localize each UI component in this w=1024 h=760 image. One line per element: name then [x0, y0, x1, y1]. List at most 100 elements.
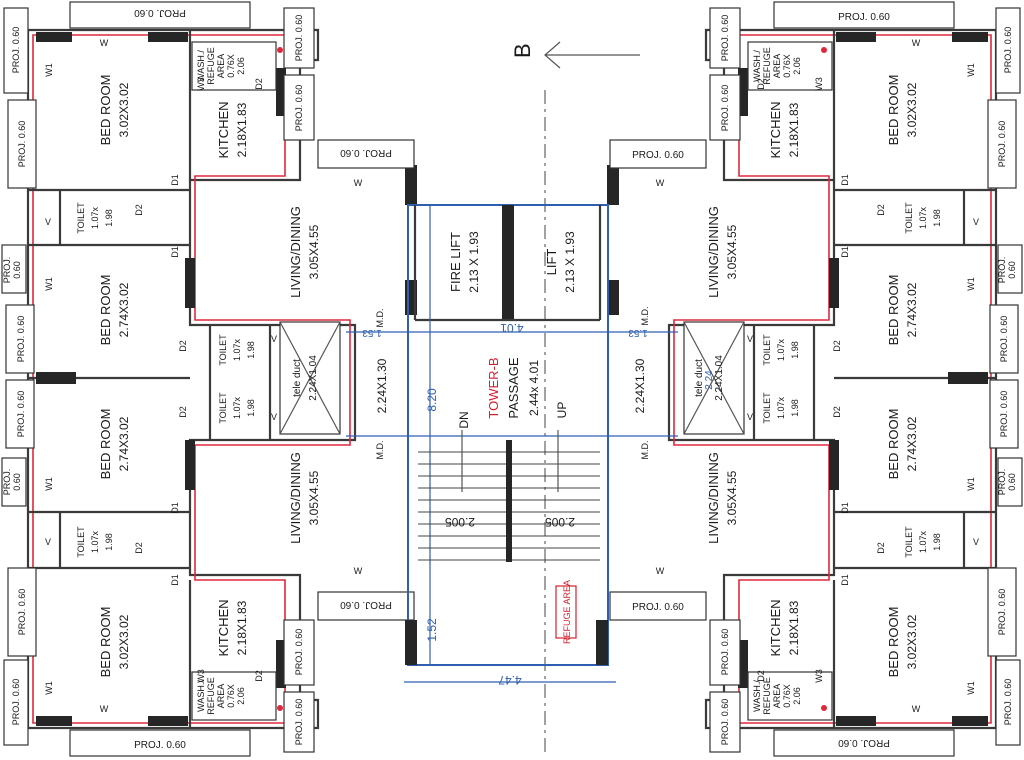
column: [148, 716, 188, 726]
kitchen-size: 2.18X1.83: [787, 600, 801, 655]
door-mark: D1: [170, 574, 180, 586]
window-mark: W: [100, 38, 109, 48]
toilet-label: TOILET: [904, 526, 914, 558]
toilet-size: 1.98: [104, 533, 114, 551]
refuge-label: REFUGE AREA: [562, 580, 572, 644]
kitchen-label: KITCHEN: [216, 599, 231, 656]
lift-size: 2.13 X 1.93: [563, 231, 577, 293]
kitchen-size: 2.18X1.83: [787, 102, 801, 157]
proj-label: PROJ. 0.60: [632, 602, 684, 613]
stair-divider: [506, 440, 512, 562]
vent-mark: V: [271, 334, 277, 344]
proj-label: PROJ. 0.60: [720, 85, 730, 132]
kitchen-size: 2.18X1.83: [235, 102, 249, 157]
proj-value: 0.60: [1007, 473, 1017, 491]
door-mark: D2: [178, 406, 188, 418]
wash-label: REFUGE: [206, 47, 216, 85]
bed-room-size: 3.02X3.02: [117, 82, 131, 137]
projection-box: [1, 244, 27, 294]
wash-area: [191, 671, 277, 721]
staircase: [418, 430, 600, 562]
wash-label: WASH./: [196, 50, 206, 82]
wash-size: 2.06: [792, 57, 802, 75]
window-mark: W1: [44, 477, 54, 491]
toilet-label: TOILET: [218, 334, 228, 366]
window-mark: W3: [196, 669, 206, 683]
right-wing: [607, 1, 1023, 757]
toilet-label: TOILET: [218, 392, 228, 424]
proj-label: PROJ. 0.60: [997, 121, 1007, 168]
proj-label: PROJ. 0.60: [17, 589, 27, 636]
door-mark: D1: [170, 174, 180, 186]
projection-box: [995, 7, 1021, 94]
wash-size: 2.06: [792, 687, 802, 705]
bed-room-size: 3.02X3.02: [905, 614, 919, 669]
bed-room-size: 3.02X3.02: [117, 614, 131, 669]
projection-box: [283, 7, 315, 69]
proj-short: PROJ.: [2, 469, 12, 496]
column: [596, 620, 608, 665]
proj-label: PROJ. 0.60: [632, 150, 684, 161]
toilet-size: 1.98: [790, 399, 800, 417]
section-mark-label: B: [510, 43, 535, 58]
projection-box: [989, 304, 1019, 374]
height-152: 1.52: [425, 618, 439, 642]
toilet-size: 1.98: [246, 399, 256, 417]
flight-left: 2.005: [445, 515, 475, 529]
projection-box: [283, 74, 315, 141]
wash-size: 0.76X: [226, 684, 236, 708]
projection-box: [317, 139, 415, 169]
md-left-top: M.D.: [375, 309, 385, 328]
door-mark: D1: [170, 502, 180, 514]
proj-label: PROJ. 0.60: [1003, 27, 1013, 74]
wash-size: 0.76X: [782, 54, 792, 78]
duct-size: 2.24X1.04: [308, 355, 319, 401]
window-mark: W: [656, 178, 665, 188]
window-mark: W3: [814, 77, 824, 91]
living-label: LIVING/DINING: [706, 206, 721, 298]
column: [738, 68, 748, 116]
window-mark: W: [354, 178, 363, 188]
window-mark: W1: [44, 681, 54, 695]
wash-size: 0.76X: [226, 54, 236, 78]
door-mark: D2: [178, 340, 188, 352]
window-mark: W1: [966, 63, 976, 77]
door-mark: D1: [170, 246, 180, 258]
bed-room-size: 2.74X3.02: [905, 282, 919, 337]
wash-label: WASH./: [196, 680, 206, 712]
column: [607, 165, 619, 205]
wash-area: [747, 671, 833, 721]
bed-room-label: BED ROOM: [886, 75, 901, 146]
width-447: 4.47: [498, 673, 522, 687]
toilet-size: 1.98: [932, 209, 942, 227]
proj-label: PROJ. 0.60: [134, 740, 186, 751]
window-mark: W: [656, 566, 665, 576]
projection-box: [7, 99, 37, 189]
living-label: LIVING/DINING: [288, 206, 303, 298]
column: [276, 68, 286, 116]
vent-mark: V: [45, 537, 51, 547]
toilet-label: TOILET: [76, 526, 86, 558]
kitchen-size: 2.18X1.83: [235, 600, 249, 655]
up-label: UP: [555, 402, 569, 419]
wash-label: WASH./: [752, 680, 762, 712]
living-label: LIVING/DINING: [288, 452, 303, 544]
column: [185, 440, 195, 490]
proj-label: PROJ. 0.60: [17, 121, 27, 168]
proj-label: PROJ. 0.60: [838, 12, 890, 23]
wash-label: REFUGE: [762, 47, 772, 85]
toilet-size: 1.98: [932, 533, 942, 551]
proj-short: PROJ.: [2, 257, 12, 284]
wash-area: [747, 41, 833, 91]
projection-box: [69, 729, 251, 757]
window-mark: W1: [44, 277, 54, 291]
wash-label: WASH./: [752, 50, 762, 82]
projection-box: [773, 1, 955, 29]
toilet-size: 1.07x: [90, 206, 100, 229]
projection-box: [987, 99, 1017, 189]
living-size: 3.05X4.55: [725, 224, 739, 279]
window-mark: W3: [196, 77, 206, 91]
dn-label: DN: [457, 411, 471, 428]
wash-size: 2.06: [236, 687, 246, 705]
